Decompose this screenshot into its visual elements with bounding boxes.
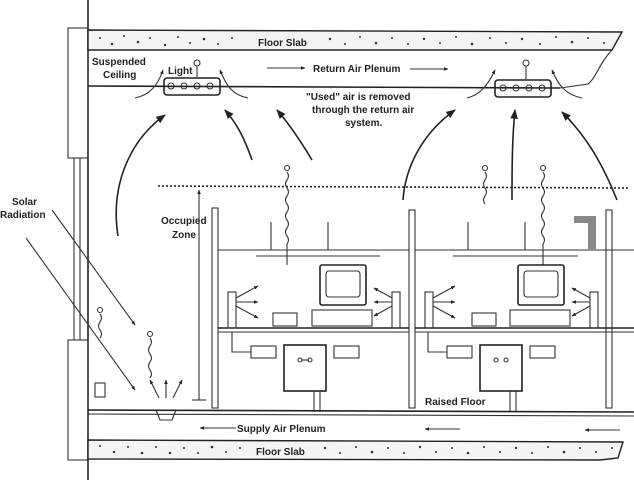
floor-slab-bottom: Floor Slab [87, 439, 624, 461]
duct [446, 345, 473, 359]
partition-left [211, 207, 219, 409]
diffuser [227, 291, 237, 329]
heat-source-icon [193, 59, 201, 67]
light-fixture-left [134, 59, 249, 99]
computer-right [471, 264, 571, 327]
heat-plumes [96, 164, 547, 379]
duct [529, 345, 556, 359]
label-radiation: Radiation [0, 210, 46, 221]
duct [250, 345, 277, 359]
wall-outlet [94, 382, 106, 398]
label-solar: Solar [12, 197, 37, 208]
label-used-air-3: system. [345, 118, 382, 129]
monitor-icon [319, 264, 367, 306]
heat-plume [539, 164, 547, 265]
heat-plume [96, 306, 104, 339]
label-used-air-2: through the return air [312, 105, 414, 116]
label-suspended: Suspended [92, 57, 146, 68]
wall-upper [67, 27, 89, 159]
fan-unit [283, 344, 327, 392]
label-used-air-1: "Used" air is removed [306, 92, 411, 103]
label-floor-slab-bottom: Floor Slab [256, 447, 305, 458]
label-supply-air-plenum: Supply Air Plenum [237, 424, 326, 435]
diffuser [589, 291, 599, 329]
heat-plume [146, 330, 154, 379]
solar-ray-1 [51, 209, 136, 326]
light-fixture-right [466, 59, 583, 99]
label-floor-slab-top: Floor Slab [258, 38, 307, 49]
floor-slab-top: Floor Slab [87, 29, 624, 51]
diffuser [424, 291, 434, 329]
label-light: Light [168, 66, 193, 77]
partition-right [605, 209, 613, 409]
occupied-zone-boundary [157, 185, 631, 189]
phone-icon [471, 312, 497, 327]
raised-floor [87, 409, 634, 413]
label-return-air-plenum: Return Air Plenum [313, 64, 401, 75]
diffuser [391, 291, 401, 329]
plenum-break-edge [559, 49, 613, 89]
exterior-wall [67, 0, 89, 480]
fan-unit [479, 344, 523, 392]
partition-middle [408, 209, 416, 409]
monitor-icon [517, 264, 565, 306]
slab-aggregate-bottom [99, 445, 613, 455]
slab-aggregate-top [99, 35, 605, 47]
label-occupied: Occupied [161, 216, 207, 227]
fan-terminal-right [427, 332, 556, 412]
fan-terminal-left [231, 332, 360, 412]
phone-icon [272, 312, 298, 327]
heat-plume [283, 164, 291, 265]
label-raised-floor: Raised Floor [425, 397, 486, 408]
cubicle-partitions [211, 207, 634, 409]
heat-source-icon [522, 59, 530, 67]
heat-plume [481, 164, 489, 205]
file-sorter [574, 216, 596, 223]
label-ceiling: Ceiling [103, 70, 136, 81]
wall-lower [67, 339, 89, 461]
duct [333, 345, 360, 359]
label-zone: Zone [172, 230, 196, 241]
rising-air-arrows [115, 109, 618, 237]
floor-diffuser [149, 379, 183, 421]
solar-ray-2 [25, 237, 136, 391]
suspended-ceiling [87, 85, 561, 89]
desktop-diffusers [227, 285, 599, 329]
computer-left [272, 264, 373, 327]
